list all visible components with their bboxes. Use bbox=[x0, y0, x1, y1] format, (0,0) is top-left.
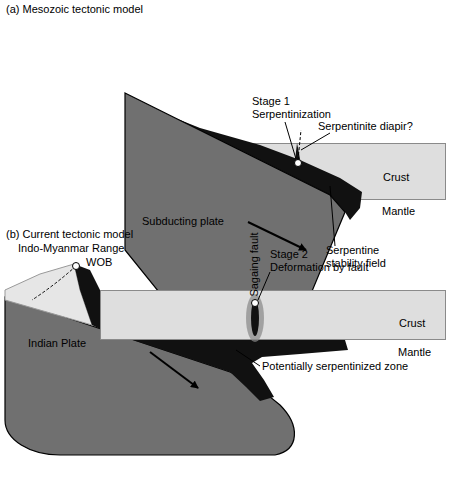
text-label: Serpentinite diapir? bbox=[318, 120, 413, 133]
site-marker bbox=[73, 263, 80, 270]
subducting-plate: Subducting plate bbox=[120, 90, 352, 316]
node-label: Indian Plate bbox=[28, 337, 86, 350]
text-label: WOB bbox=[86, 256, 112, 269]
node-label: Subducting plate bbox=[142, 215, 224, 228]
text-label: Potentially serpentinized zone bbox=[262, 360, 408, 373]
fault-halo bbox=[246, 294, 264, 342]
text-label: (a) Mesozoic tectonic model bbox=[6, 3, 143, 16]
text-label: Stage 1 bbox=[252, 95, 290, 108]
text-label: Serpentinization bbox=[252, 108, 331, 121]
text-label: Deformation by fault bbox=[270, 261, 368, 274]
text-label: Stage 2 bbox=[270, 248, 308, 261]
text-label: Mantle bbox=[382, 205, 415, 218]
crust-band: Crust bbox=[100, 290, 446, 340]
subducting-plate-shape bbox=[125, 93, 345, 312]
fault-lens bbox=[251, 300, 259, 336]
leader-line bbox=[236, 350, 260, 366]
dashed-line bbox=[32, 266, 76, 300]
site-marker bbox=[295, 160, 302, 167]
text-label: Mantle bbox=[398, 346, 431, 359]
text-label: (b) Current tectonic model bbox=[6, 228, 133, 241]
node-label: Crust bbox=[399, 317, 425, 330]
indian-plate-shape bbox=[5, 297, 294, 455]
text-label: Sagaing fault bbox=[248, 225, 261, 305]
site-marker bbox=[252, 300, 259, 307]
subducting-plate-outline bbox=[120, 90, 352, 316]
node-label: Crust bbox=[383, 171, 409, 184]
text-label: Indo-Myanmar Range bbox=[18, 242, 124, 255]
